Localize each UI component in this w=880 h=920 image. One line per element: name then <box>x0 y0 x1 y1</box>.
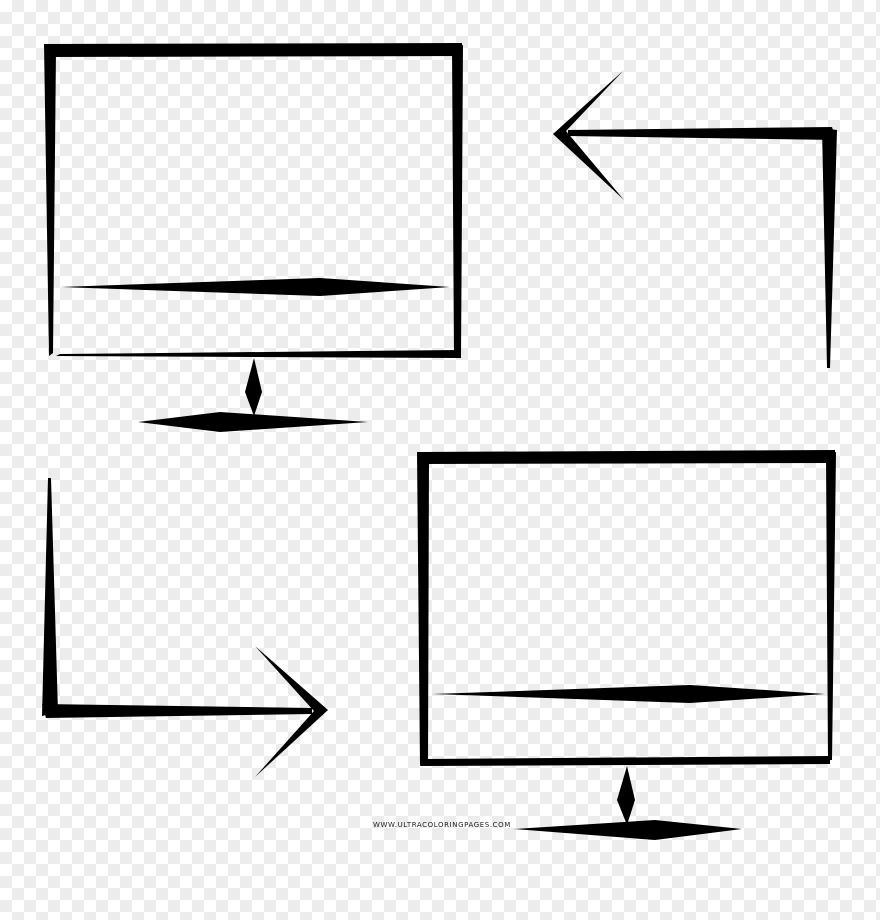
monitor-icon-top-left <box>44 43 463 432</box>
monitor-frame-top <box>44 43 462 57</box>
arrow-left-icon <box>553 70 837 368</box>
monitor-screen-divider <box>60 278 450 296</box>
monitor-icon-bottom-right <box>417 450 836 840</box>
monitor-frame-left <box>417 452 429 765</box>
monitor-screen-divider <box>432 685 825 703</box>
arrow-shaft <box>42 704 312 718</box>
monitor-stand-base <box>138 412 368 432</box>
monitor-stand-neck <box>245 358 262 416</box>
monitor-frame-right <box>452 45 463 357</box>
monitor-stand-base <box>514 820 742 840</box>
arrow-shaft <box>568 127 836 140</box>
monitor-frame-left <box>44 44 56 356</box>
arrow-tail <box>822 128 837 368</box>
monitor-frame-top <box>417 450 835 464</box>
monitor-frame-right <box>826 452 836 760</box>
arrow-head <box>553 70 624 200</box>
arrow-tail <box>42 478 58 716</box>
arrow-right-icon <box>42 478 328 777</box>
monitor-stand-neck <box>617 766 635 825</box>
watermark-text: WWW.ULTRACOLORINGPAGES.COM <box>373 821 511 829</box>
monitor-frame-bottom <box>420 756 830 766</box>
monitor-frame-bottom <box>56 350 461 358</box>
